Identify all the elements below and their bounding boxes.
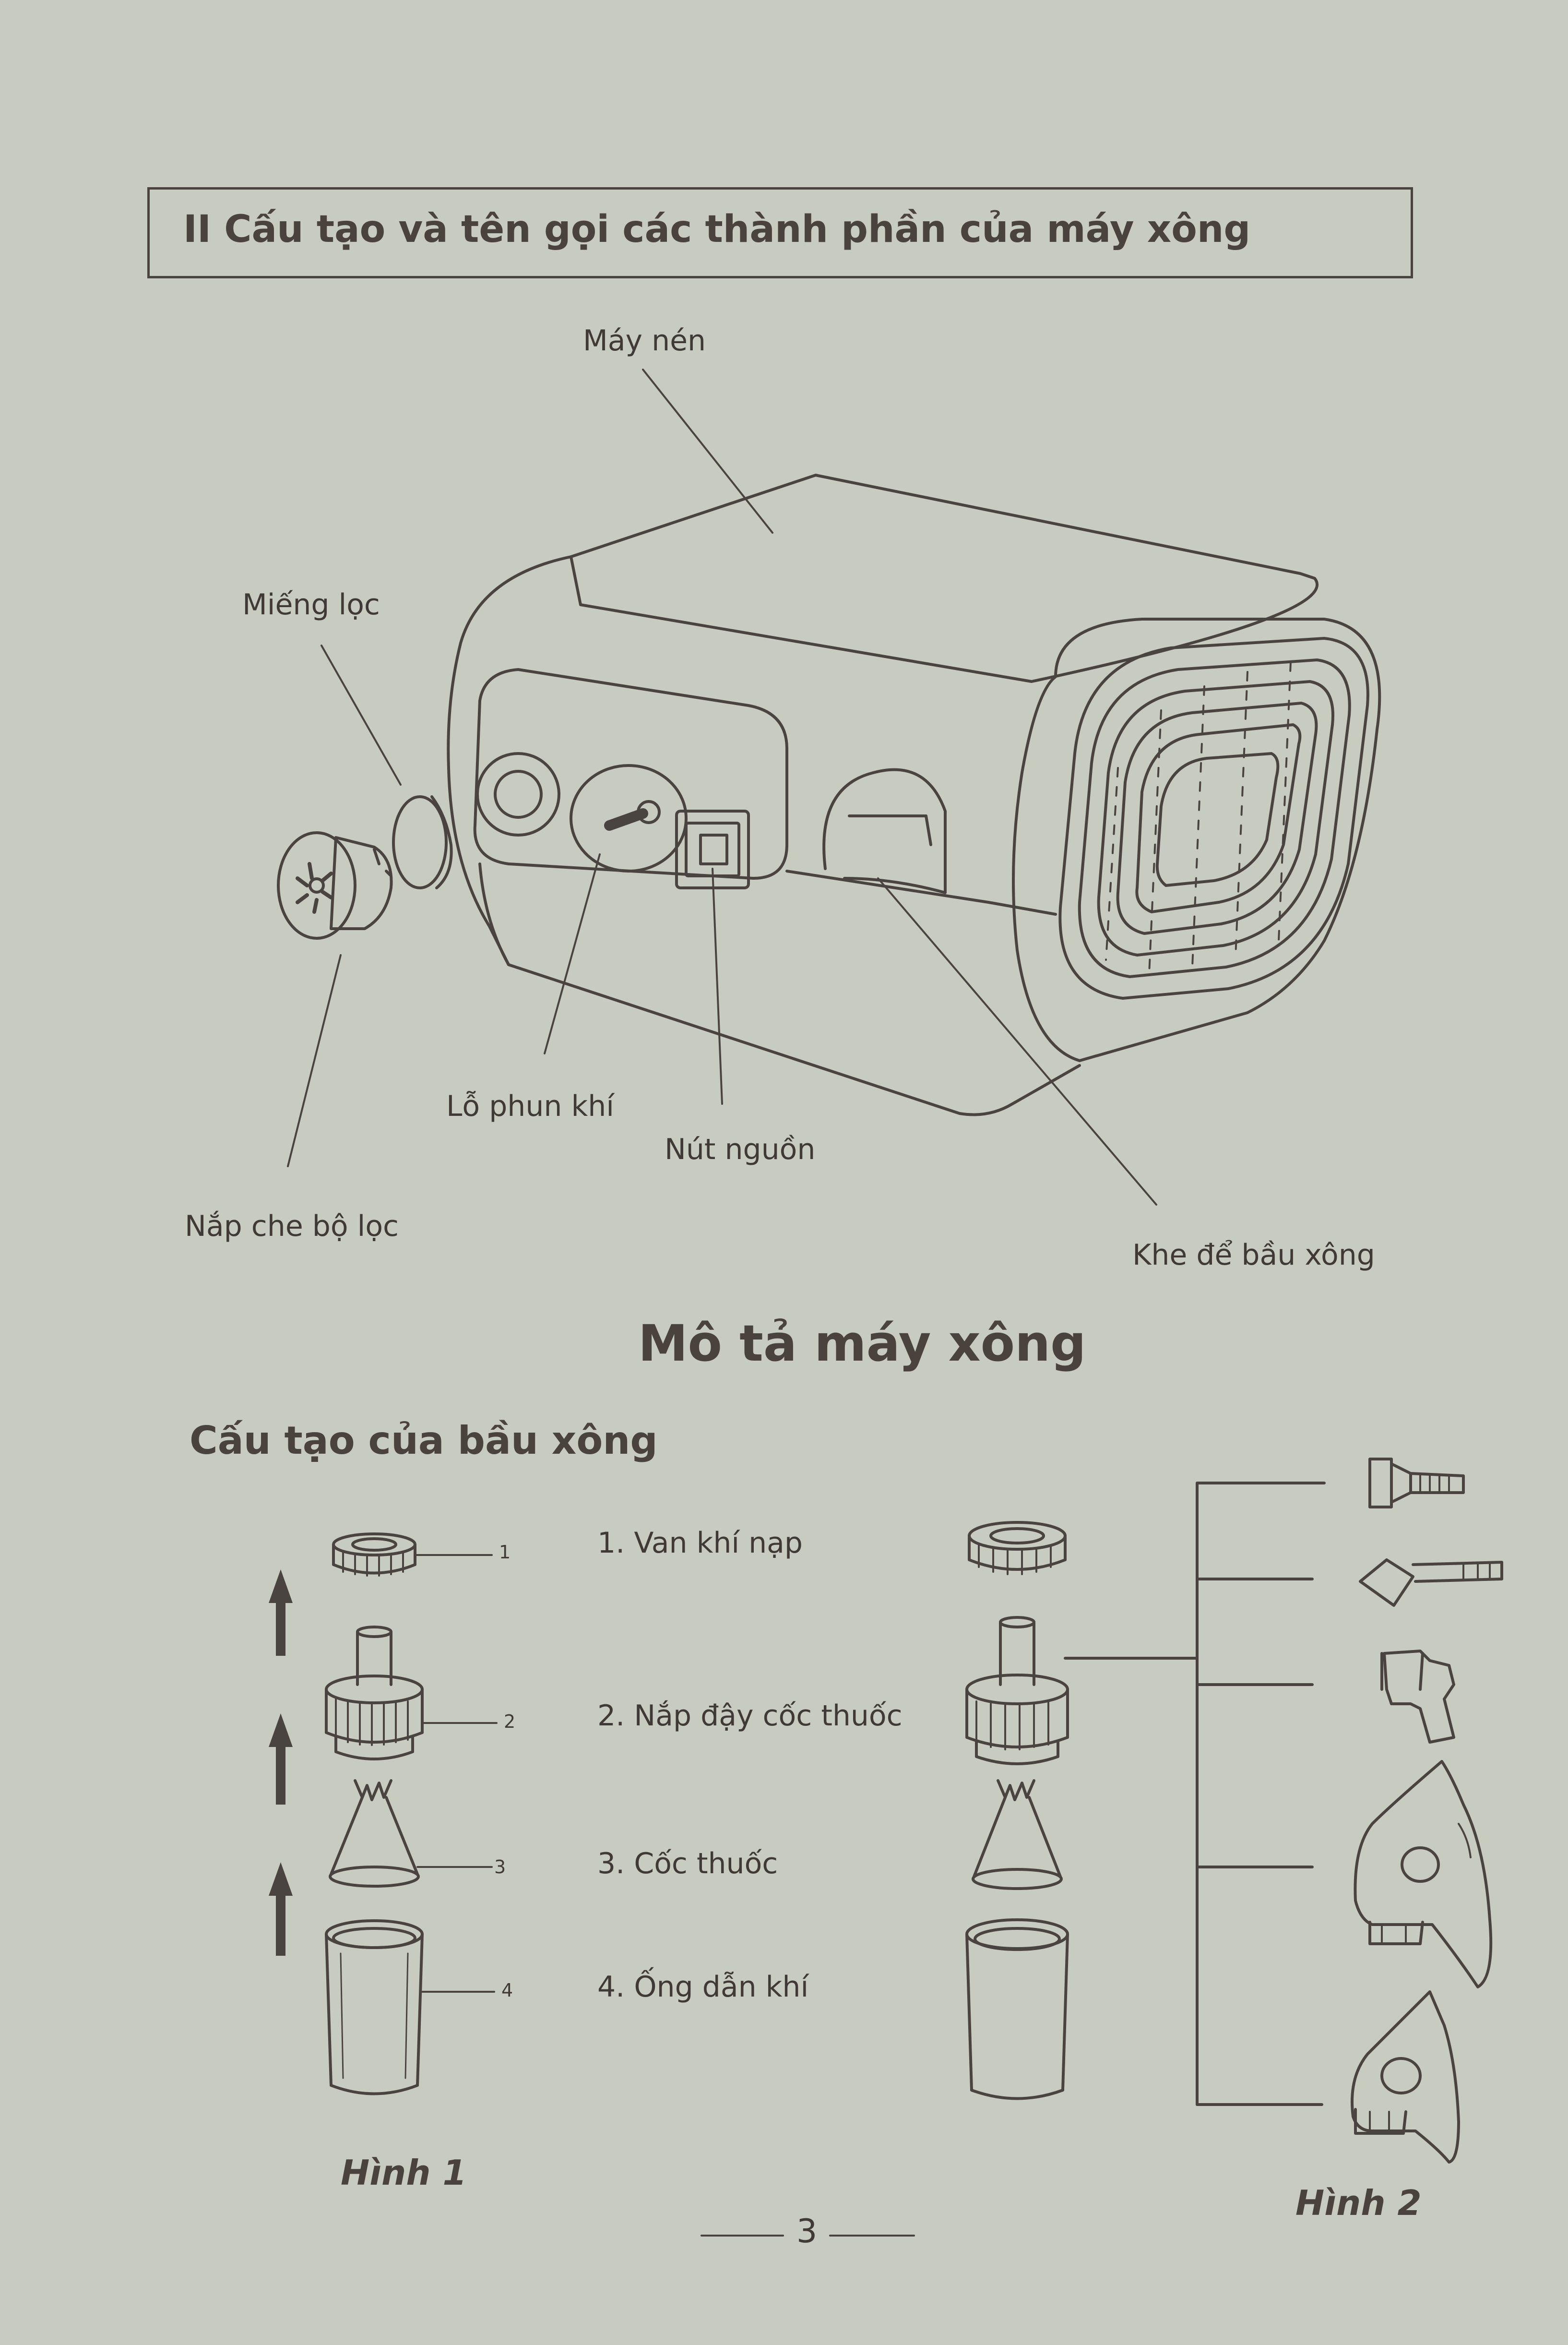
part-number-4: 4	[501, 1980, 513, 2001]
figure-1-drawing	[269, 1532, 498, 2095]
part-label-cup-cap: 2. Nắp đậy cốc thuốc	[597, 1699, 903, 1733]
label-compressor: Máy nén	[583, 324, 706, 358]
section-heading-box: II Cấu tạo và tên gọi các thành phần của…	[147, 187, 1413, 278]
part-label-inlet-valve: 1. Van khí nạp	[597, 1526, 803, 1560]
part-number-1: 1	[499, 1542, 511, 1563]
label-filter-cover: Nắp che bộ lọc	[185, 1209, 399, 1243]
label-air-outlet: Lỗ phun khí	[446, 1089, 614, 1123]
arrow-up-icon	[269, 1862, 293, 1956]
label-nebulizer-slot: Khe để bầu xông	[1132, 1238, 1375, 1272]
page-number: 3	[796, 2213, 818, 2250]
part-label-air-tube: 4. Ống dẫn khí	[597, 1970, 809, 2004]
main-title: Mô tả máy xông	[638, 1314, 1086, 1373]
part-number-2: 2	[504, 1711, 516, 1732]
part-number-3: 3	[494, 1856, 506, 1878]
arrow-up-icon	[269, 1713, 293, 1805]
figure-1-caption: Hình 1	[341, 2153, 467, 2193]
sub-title: Cấu tạo của bầu xông	[190, 1418, 658, 1463]
part-label-medicine-cup: 3. Cốc thuốc	[597, 1847, 778, 1880]
label-power-button: Nút nguồn	[665, 1133, 816, 1166]
figure-2-caption: Hình 2	[1295, 2183, 1422, 2223]
section-heading: II Cấu tạo và tên gọi các thành phần của…	[183, 208, 1251, 251]
label-filter-pad: Miếng lọc	[242, 588, 380, 622]
figure-2-drawing	[965, 1458, 1503, 2164]
arrow-up-icon	[269, 1569, 293, 1656]
compressor-machine-drawing	[277, 369, 1381, 1206]
